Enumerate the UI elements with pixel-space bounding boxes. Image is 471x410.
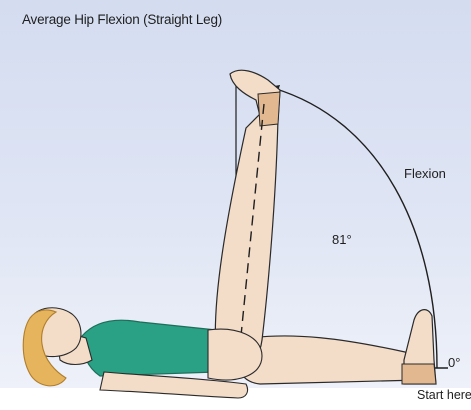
torso-shirt — [82, 320, 222, 376]
zero-degree-label: 0° — [448, 355, 460, 370]
angle-value-label: 81° — [332, 232, 352, 247]
raised-sock — [258, 92, 280, 126]
flexion-label: Flexion — [404, 166, 446, 181]
resting-sock — [402, 364, 436, 384]
start-here-label: Start here — [417, 388, 471, 402]
diagram-title: Average Hip Flexion (Straight Leg) — [22, 12, 222, 27]
resting-leg — [236, 336, 420, 384]
